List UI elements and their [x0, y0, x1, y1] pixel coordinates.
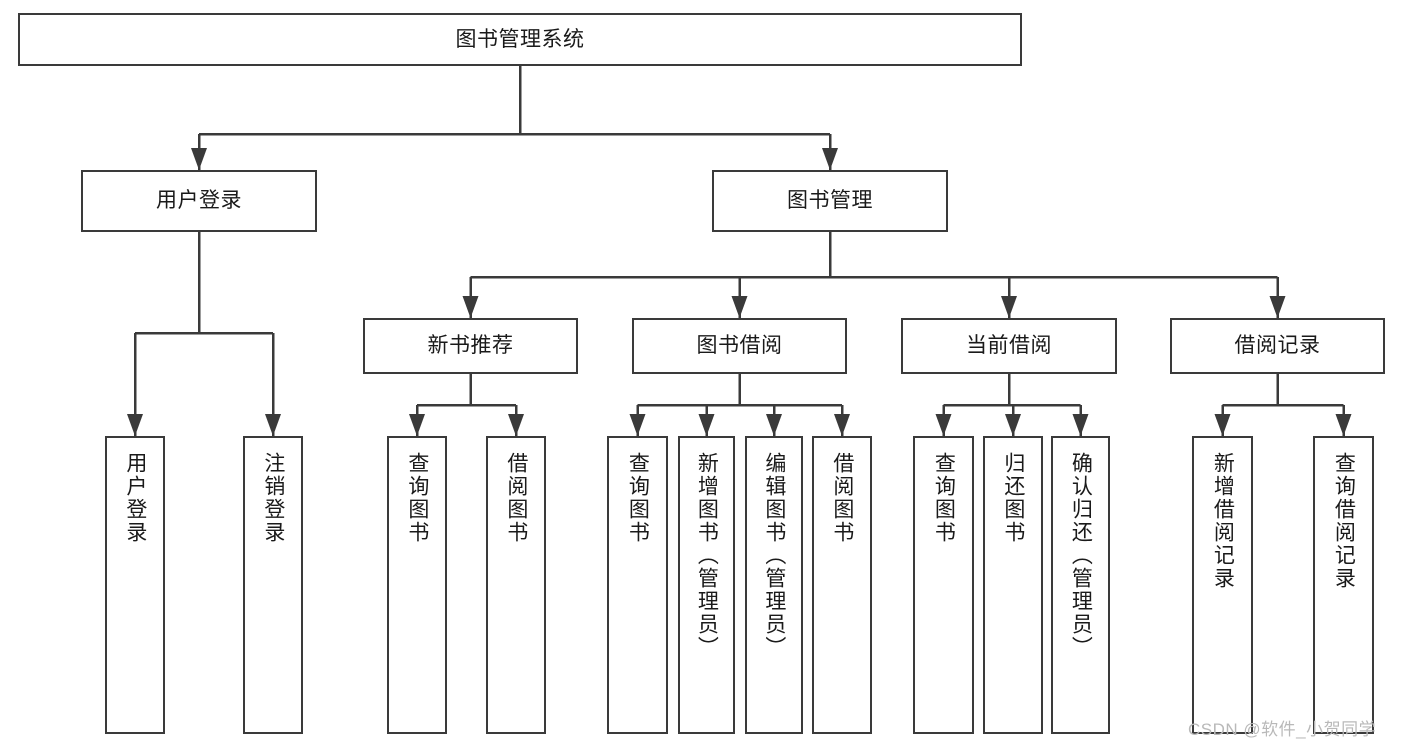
node-book-management-label: 图书管理 — [787, 189, 873, 213]
node-leaf-edit-book-label: 编辑图书（管理员） — [762, 452, 786, 659]
node-leaf-return-book[interactable]: 归还图书 — [983, 436, 1043, 734]
node-leaf-query-record[interactable]: 查询借阅记录 — [1313, 436, 1374, 734]
node-leaf-query-book-3[interactable]: 查询图书 — [913, 436, 974, 734]
node-leaf-query-book-1-label: 查询图书 — [405, 452, 429, 544]
node-new-book-recommend-label: 新书推荐 — [427, 334, 514, 358]
node-leaf-add-record-label: 新增借阅记录 — [1211, 452, 1235, 590]
node-leaf-borrow-book-2-label: 借阅图书 — [830, 452, 854, 544]
node-current-borrow[interactable]: 当前借阅 — [901, 318, 1117, 374]
node-leaf-confirm-return-label: 确认归还（管理员） — [1069, 452, 1093, 659]
node-leaf-query-record-label: 查询借阅记录 — [1332, 452, 1356, 590]
node-book-borrow[interactable]: 图书借阅 — [632, 318, 847, 374]
node-leaf-user-login[interactable]: 用户登录 — [105, 436, 165, 734]
node-user-login-label: 用户登录 — [156, 189, 242, 213]
node-leaf-add-record[interactable]: 新增借阅记录 — [1192, 436, 1253, 734]
node-leaf-query-book-3-label: 查询图书 — [932, 452, 956, 544]
node-root-label: 图书管理系统 — [455, 27, 585, 51]
node-leaf-logout[interactable]: 注销登录 — [243, 436, 303, 734]
node-leaf-query-book-2-label: 查询图书 — [626, 452, 650, 544]
node-leaf-edit-book[interactable]: 编辑图书（管理员） — [745, 436, 803, 734]
node-user-login[interactable]: 用户登录 — [81, 170, 317, 232]
node-leaf-logout-label: 注销登录 — [261, 452, 285, 544]
node-leaf-user-login-label: 用户登录 — [123, 452, 147, 544]
node-leaf-borrow-book-2[interactable]: 借阅图书 — [812, 436, 872, 734]
node-borrow-record-label: 借阅记录 — [1234, 334, 1321, 358]
node-leaf-borrow-book-1-label: 借阅图书 — [504, 452, 528, 544]
node-leaf-return-book-label: 归还图书 — [1001, 452, 1025, 544]
node-leaf-query-book-2[interactable]: 查询图书 — [607, 436, 668, 734]
node-book-borrow-label: 图书借阅 — [696, 334, 783, 358]
node-borrow-record[interactable]: 借阅记录 — [1170, 318, 1385, 374]
node-leaf-borrow-book-1[interactable]: 借阅图书 — [486, 436, 546, 734]
node-root-book-management-system[interactable]: 图书管理系统 — [18, 13, 1022, 66]
node-leaf-add-book-label: 新增图书（管理员） — [695, 452, 719, 659]
node-leaf-confirm-return[interactable]: 确认归还（管理员） — [1051, 436, 1110, 734]
node-new-book-recommend[interactable]: 新书推荐 — [363, 318, 578, 374]
node-leaf-query-book-1[interactable]: 查询图书 — [387, 436, 447, 734]
node-current-borrow-label: 当前借阅 — [966, 334, 1052, 358]
node-leaf-add-book[interactable]: 新增图书（管理员） — [678, 436, 735, 734]
node-book-management[interactable]: 图书管理 — [712, 170, 948, 232]
